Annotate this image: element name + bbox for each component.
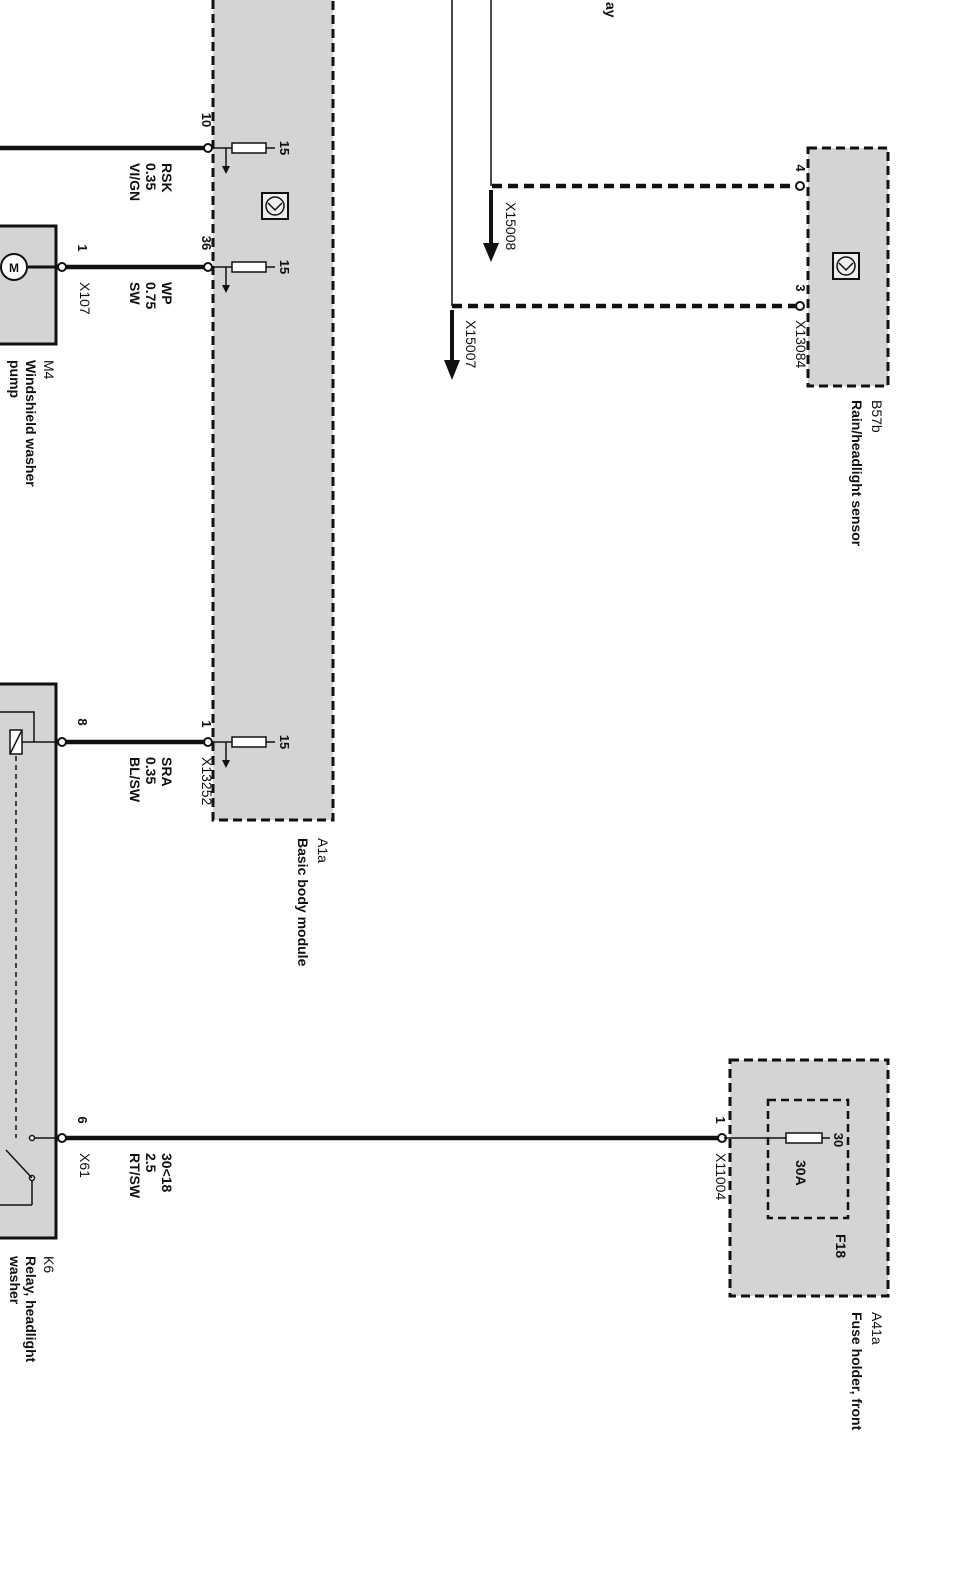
rain-headlight-sensor: B57b Rain/headlight sensor (806, 146, 890, 547)
wire-sensor-pin3: 3 X13084 X15007 (444, 0, 809, 380)
fuse-15c-label: 15 (277, 735, 292, 749)
fuse-f18-icon (724, 1132, 830, 1144)
pin-a1a-1: 1 (199, 720, 214, 727)
windshield-washer-pump-box (0, 224, 58, 346)
headlight-washer-relay: K6 Relay, headlight washer (0, 682, 58, 1363)
wire-rsk: 10 RSK 0.35 VI/GN (0, 113, 214, 201)
pin-a1a-36: 36 (199, 236, 214, 250)
windshield-washer-pump-name-cut: pump (7, 360, 23, 398)
fuse-f18-box (766, 1098, 850, 1220)
relay-coil-icon (0, 711, 58, 1138)
pin-k6-6: 6 (75, 1116, 90, 1123)
rain-headlight-sensor-code: B57b (869, 400, 885, 433)
connector-x61: X61 (77, 1153, 93, 1178)
module-fuse-1 (210, 736, 275, 768)
pin-m4-1: 1 (75, 244, 90, 251)
module-symbol-icon (261, 192, 289, 220)
connector-x11004: X11004 (713, 1153, 729, 1200)
fuse-holder-front: 30 30A F18 A41a Fuse holder, front (724, 1058, 890, 1431)
wire-power-name: 30<18 (159, 1153, 175, 1193)
headlight-washer-relay-box (0, 682, 58, 1240)
wire-sensor-pin4: 4 X15008 (483, 0, 808, 262)
wire-wp-name: WP (159, 282, 175, 305)
pin-a1a-10: 10 (199, 113, 214, 127)
motor-icon (0, 253, 28, 281)
connector-x15007: X15007 (463, 320, 479, 368)
svg-text:M: M (9, 261, 19, 275)
wire-sra-name: SRA (159, 757, 175, 787)
basic-body-module-box (211, 0, 335, 822)
pin-b57b-3: 3 (793, 284, 808, 291)
connector-x107: X107 (77, 282, 93, 315)
wire-rsk-gauge: 0.35 (143, 163, 159, 190)
fuse-holder-front-code: A41a (869, 1312, 885, 1345)
basic-body-module: 15 15 15 A1a Basic body module (210, 0, 335, 967)
headlight-washer-relay-code: K6 (41, 1256, 57, 1273)
wire-wp-color: SW (127, 282, 143, 305)
basic-body-module-name: Basic body module (295, 838, 311, 967)
module-fuse-10 (210, 142, 275, 174)
fuse-f18-terminal: 30 (831, 1133, 846, 1147)
arrow-down-icon (444, 360, 460, 380)
connector-x15008: X15008 (503, 202, 519, 250)
wire-wp-gauge: 0.75 (143, 282, 159, 309)
wire-rsk-name: RSK (159, 163, 175, 193)
wire-rsk-color: VI/GN (127, 163, 143, 201)
pin-b57b-4: 4 (793, 164, 808, 172)
arrow-down-icon (483, 243, 499, 262)
wire-power-color: RT/SW (127, 1153, 143, 1199)
fuse-f18-code: F18 (833, 1234, 849, 1258)
wire-wp: 36 1 X107 WP 0.75 SW (57, 236, 214, 315)
fuse-15b-label: 15 (277, 260, 292, 274)
pin-a41a-1: 1 (713, 1116, 728, 1123)
windshield-washer-pump-name: Windshield washer (23, 360, 39, 487)
module-fuse-36 (210, 261, 275, 293)
wire-sra-gauge: 0.35 (143, 757, 159, 784)
wire-sra-color: BL/SW (127, 757, 143, 803)
fuse-15-label: 15 (277, 141, 292, 155)
connector-x13084: X13084 (793, 320, 809, 368)
windshield-washer-pump: M M4 Windshield washer pump (0, 224, 58, 487)
wire-power: 6 X61 1 X11004 30<18 2.5 RT/SW (57, 1116, 729, 1200)
headlight-washer-relay-name-cut: washer (7, 1255, 23, 1305)
wire-sra: 1 8 X13252 SRA 0.35 BL/SW (57, 718, 215, 805)
pin-k6-8: 8 (75, 718, 90, 725)
connector-x13252: X13252 (199, 757, 215, 805)
windshield-washer-pump-code: M4 (41, 360, 57, 380)
relay-switch-icon (0, 1134, 58, 1206)
cut-off-label: ay (603, 2, 619, 18)
fuse-f18-rating: 30A (793, 1160, 809, 1186)
headlight-washer-relay-name: Relay, headlight (23, 1256, 39, 1363)
fuse-holder-front-name: Fuse holder, front (849, 1312, 865, 1431)
sensor-symbol-icon (832, 252, 860, 280)
rain-headlight-sensor-name: Rain/headlight sensor (849, 400, 865, 547)
basic-body-module-code: A1a (315, 838, 331, 863)
wire-power-gauge: 2.5 (143, 1153, 159, 1173)
